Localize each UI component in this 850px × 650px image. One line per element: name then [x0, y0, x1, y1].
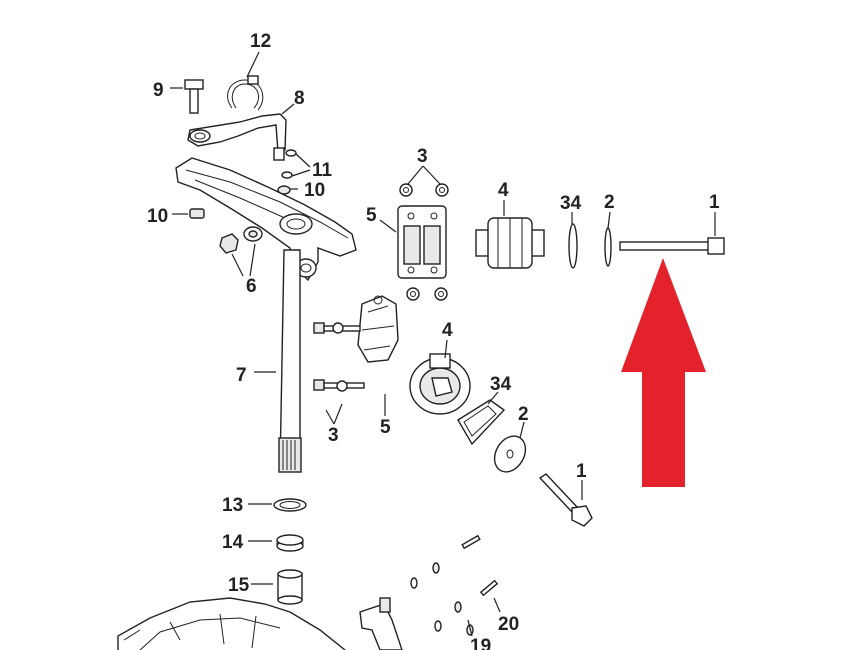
part-15-sleeve	[277, 569, 303, 605]
callout-10-right: 10	[304, 180, 325, 201]
part-34-washer-upper	[568, 223, 578, 269]
callout-4-upper: 4	[498, 180, 509, 201]
part-2-washer-upper	[604, 227, 612, 267]
part-6-nuts	[219, 226, 263, 254]
callout-19: 19	[470, 636, 491, 650]
callout-34-upper: 34	[560, 193, 582, 214]
part-8-lever	[187, 113, 287, 161]
callout-14: 14	[222, 532, 244, 553]
callout-13: 13	[222, 495, 243, 516]
callout-20: 20	[498, 614, 519, 635]
callout-4-lower: 4	[442, 320, 453, 341]
part-19-bracket	[359, 597, 403, 650]
callout-10-left: 10	[147, 206, 168, 227]
callout-labels: 12 9 8 11 10 10 6 7 3 5 4 34 2 1 4 34 2 …	[147, 31, 720, 650]
part-13-washer	[273, 498, 307, 512]
callout-9: 9	[153, 80, 164, 101]
part-14-bushing	[276, 534, 304, 552]
callout-34-lower: 34	[490, 374, 512, 395]
callout-11: 11	[312, 160, 333, 181]
yoke-arm	[175, 157, 357, 282]
part-4-mount-upper	[475, 217, 545, 269]
part-1-bolt-upper	[619, 237, 725, 255]
part-34-washer-lower	[457, 399, 506, 446]
callout-5-upper: 5	[366, 205, 377, 226]
callout-1-lower: 1	[576, 461, 587, 482]
red-pointer-arrow	[621, 258, 706, 487]
callout-3-lower: 3	[328, 425, 339, 446]
callout-12: 12	[250, 31, 271, 52]
part-10-nut-right	[277, 185, 291, 195]
callout-15: 15	[228, 575, 250, 596]
part-5-clamp-lower	[357, 295, 399, 363]
callout-2-lower: 2	[518, 404, 529, 425]
callout-6: 6	[246, 276, 257, 297]
part-4-mount-lower	[409, 353, 471, 415]
part-12-clamp	[227, 75, 264, 111]
callout-7: 7	[236, 365, 247, 386]
callout-5-lower: 5	[380, 417, 391, 438]
part-11-washers	[281, 149, 297, 179]
leader-lines	[170, 51, 716, 637]
part-2-washer-lower	[493, 435, 527, 473]
part-7-shaft	[278, 249, 302, 473]
small-fasteners	[410, 534, 499, 636]
callout-8: 8	[294, 88, 305, 109]
callout-1-upper: 1	[709, 192, 720, 213]
lower-housing	[117, 597, 346, 650]
part-1-bolt-lower	[538, 473, 593, 527]
callout-2-upper: 2	[604, 192, 615, 213]
part-9-bolt	[184, 79, 204, 114]
callout-3-upper: 3	[417, 146, 428, 167]
part-10-nut-left	[189, 208, 205, 219]
part-5-mount-upper	[397, 205, 447, 279]
part-3-studs-upper	[399, 183, 449, 301]
part-3-bolts-lower	[313, 322, 365, 392]
